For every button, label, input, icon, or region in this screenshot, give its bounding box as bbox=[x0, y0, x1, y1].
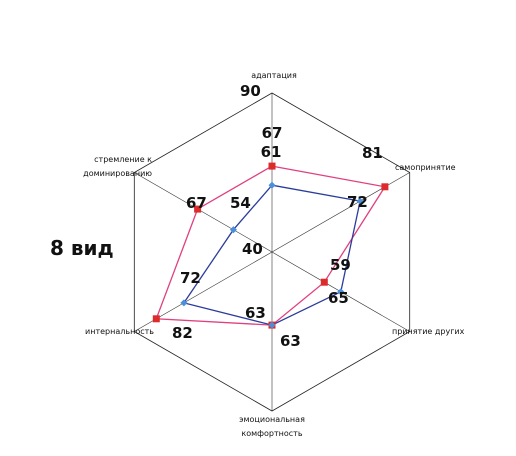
view-label: 8 вид bbox=[50, 236, 114, 260]
series-0-value-label-4: 82 bbox=[172, 324, 193, 342]
series-1-value-label-2: 65 bbox=[328, 289, 349, 307]
series-1-point-0 bbox=[268, 181, 276, 189]
axis-label-3-line-1: комфортность bbox=[241, 429, 302, 438]
series-0-point-5 bbox=[194, 205, 202, 213]
axis-label-0: адаптация bbox=[251, 71, 297, 80]
series-0-point-4 bbox=[152, 315, 160, 323]
scale-tick-label-1: 40 bbox=[242, 240, 263, 258]
series-0-value-label-2: 59 bbox=[330, 256, 351, 274]
series-1-value-label-0: 61 bbox=[261, 143, 282, 161]
axis-line-5 bbox=[134, 172, 273, 253]
series-0-point-0 bbox=[268, 162, 276, 170]
axis-label-5-line-1: доминированию bbox=[83, 169, 152, 178]
series-1-point-5 bbox=[229, 226, 237, 234]
axis-label-2: принятие других bbox=[392, 327, 465, 336]
series-0-value-label-3: 63 bbox=[245, 304, 266, 322]
series-1-value-label-1: 72 bbox=[347, 193, 368, 211]
series-0-point-1 bbox=[381, 183, 389, 191]
axis-line-1 bbox=[271, 172, 410, 253]
series-1-point-2 bbox=[337, 288, 345, 296]
series-1-value-label-4: 72 bbox=[180, 269, 201, 287]
series-1-value-label-5: 54 bbox=[230, 194, 251, 212]
radar-grid bbox=[133, 92, 411, 412]
series-1-point-4 bbox=[180, 299, 188, 307]
radar-labels: адаптация самопринятие принятие других эмоц… bbox=[83, 71, 464, 438]
series-0-value-label-5: 67 bbox=[186, 194, 207, 212]
radar-series bbox=[152, 162, 389, 329]
axis-label-3-line-0: эмоциональная bbox=[239, 415, 305, 424]
series-1-point-3 bbox=[268, 321, 276, 329]
series-0-point-2 bbox=[320, 278, 328, 286]
axis-label-4: интернальность bbox=[85, 327, 154, 336]
axis-label-1: самопринятие bbox=[395, 163, 456, 172]
series-1-point-1 bbox=[356, 197, 364, 205]
series-0-value-label-0: 67 bbox=[262, 124, 283, 142]
series-1-value-label-3: 63 bbox=[280, 332, 301, 350]
scale-tick-label-0: 90 bbox=[240, 82, 261, 100]
axis-label-5-line-0: стремление к bbox=[94, 155, 152, 164]
series-0-value-label-1: 81 bbox=[362, 144, 383, 162]
